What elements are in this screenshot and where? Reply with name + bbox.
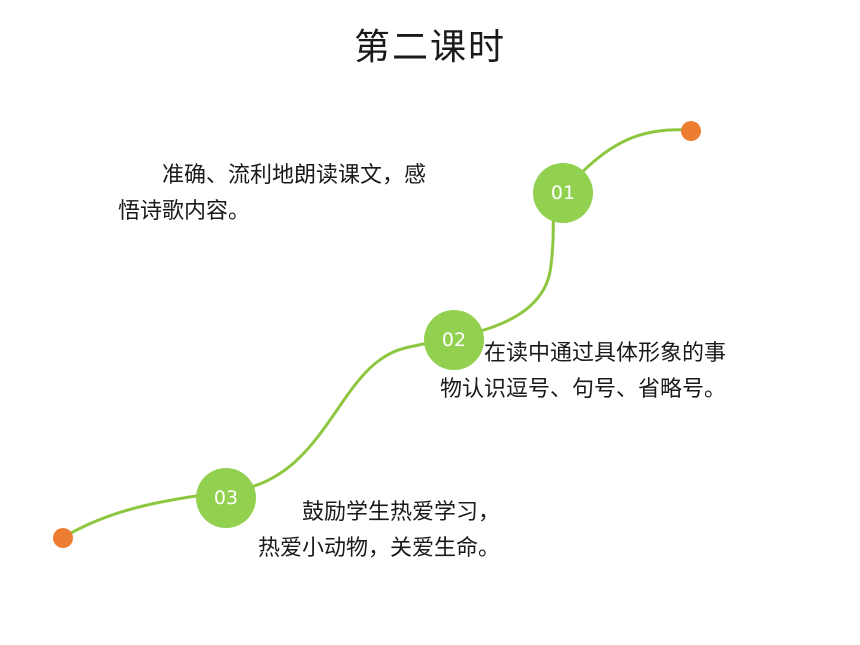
node-02: 02 — [424, 310, 484, 370]
goal-text-02: 在读中通过具体形象的事 物认识逗号、句号、省略号。 — [440, 341, 727, 402]
node-03: 03 — [196, 468, 256, 528]
end-dot-top — [681, 121, 701, 141]
node-01-label: 01 — [550, 182, 576, 204]
goal-text-03: 鼓励学生热爱学习， 热爱小动物，关爱生命。 — [258, 500, 501, 561]
slide-title: 第二课时 — [353, 27, 506, 68]
end-dot-bottom — [53, 528, 73, 548]
node-03-label: 03 — [213, 487, 239, 509]
node-01: 01 — [533, 163, 593, 223]
goal-text-01: 准确、流利地朗读课文，感 悟诗歌内容。 — [118, 163, 427, 224]
node-02-label: 02 — [441, 329, 467, 351]
